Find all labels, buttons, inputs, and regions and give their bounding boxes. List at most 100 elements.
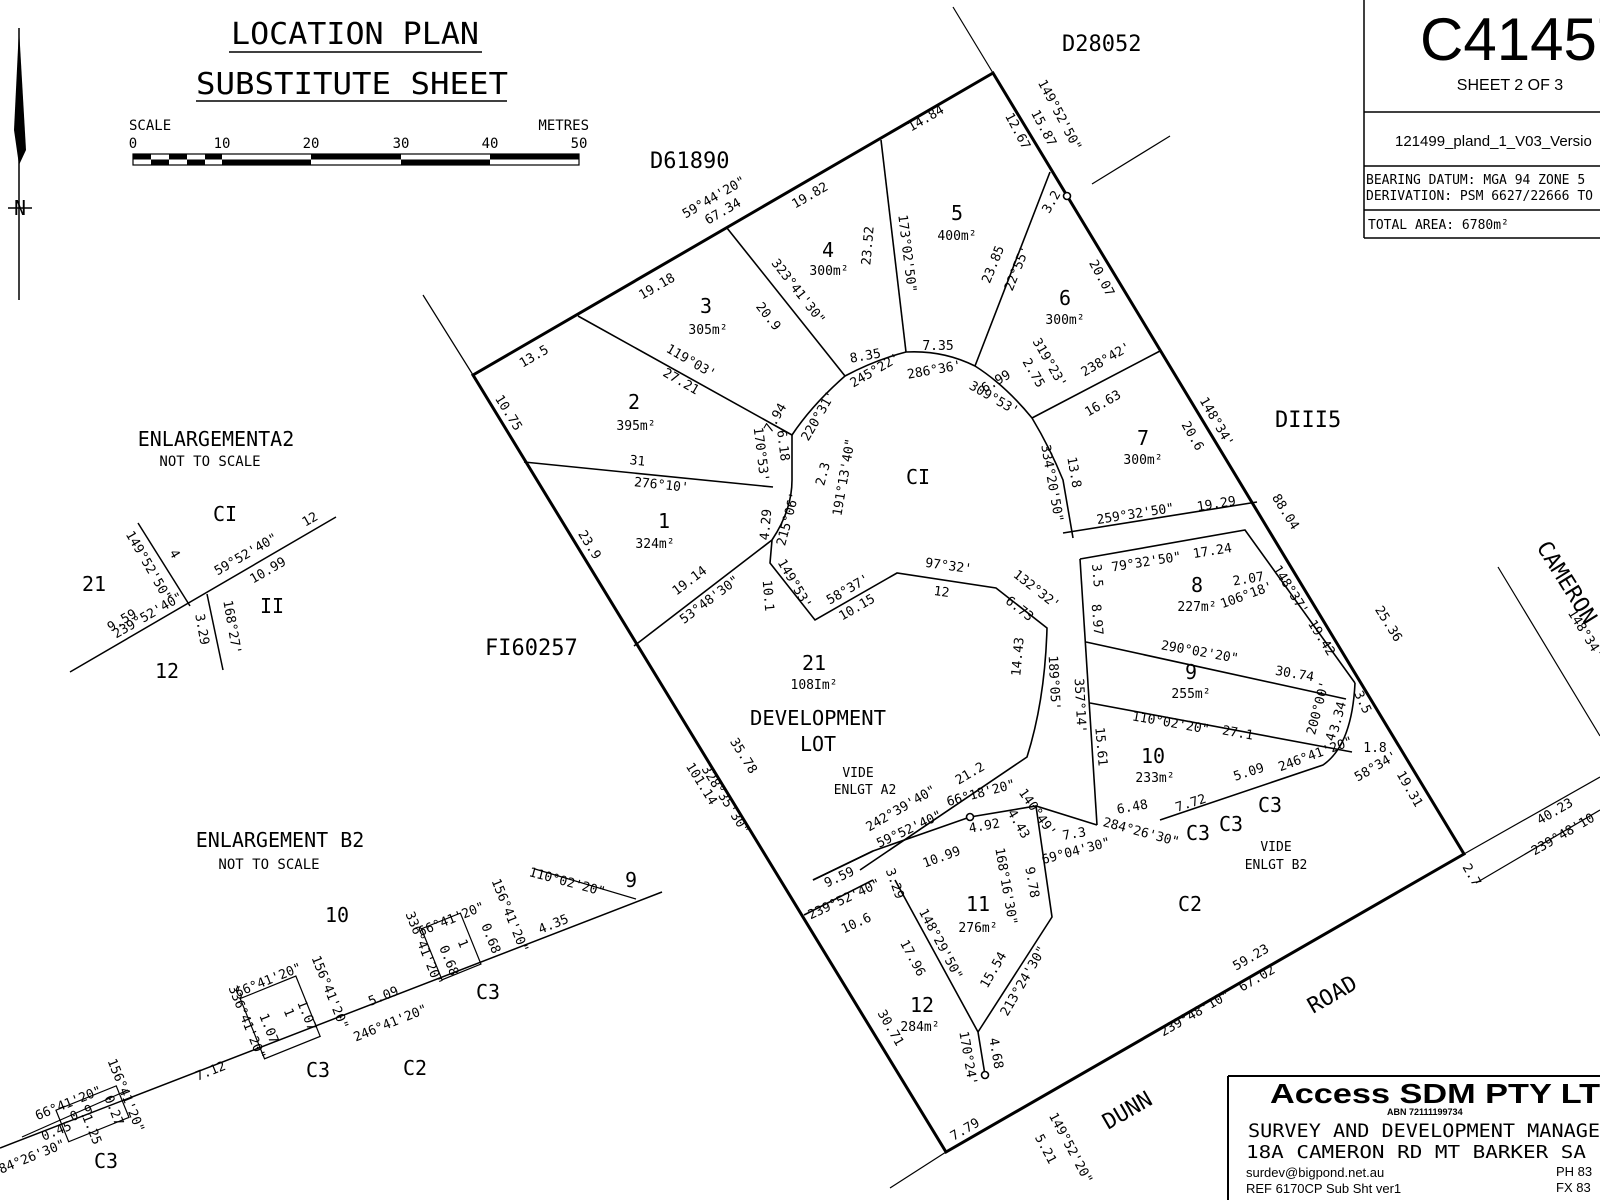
dim-120: 2.7 (1459, 861, 1484, 889)
dim-115: 4.68 (985, 1037, 1005, 1070)
dim-43: 259°32'50" (1096, 501, 1176, 528)
common-c1: CI (906, 465, 930, 489)
enl-b2-c3-b: C3 (306, 1058, 330, 1082)
dim-92: 4.92 (968, 816, 1001, 836)
lot-21-number: 21 (802, 651, 826, 675)
dim-74: 27.1 (1221, 723, 1254, 743)
road-dunn: DUNN (1099, 1087, 1157, 1135)
dim-3: 14.84 (906, 103, 948, 136)
dim-109: 15.54 (978, 949, 1011, 991)
dim-76: 3.34 (1327, 700, 1350, 734)
enl-b2-d23: 1 (454, 937, 471, 950)
lot-2-number: 2 (628, 390, 640, 414)
enl-b2-c2: C2 (403, 1056, 427, 1080)
neighbour-d28052: D28052 (1062, 32, 1141, 57)
enl-a2-d8: 3.29 (191, 613, 211, 646)
bearing-datum: BEARING DATUM: MGA 94 ZONE 5 (1366, 173, 1585, 188)
lot-11-number: 11 (966, 892, 990, 916)
company-fax: FX 83 (1556, 1180, 1591, 1195)
enl-b2-d24: 1 (280, 1006, 297, 1019)
enlgt-b2-ref: ENLGT B2 (1245, 858, 1308, 873)
dim-7: 3.2 (1040, 188, 1065, 216)
dim-41: 334°20'50" (1037, 444, 1065, 524)
dim-62: 2.07 (1232, 570, 1265, 590)
lot-6-number: 6 (1059, 286, 1071, 310)
common-c3-c: C3 (1258, 793, 1282, 817)
dim-35: 31 (629, 453, 646, 470)
company-abn: ABN 72111199734 (1387, 1107, 1463, 1117)
dim-104: 3.29 (882, 867, 907, 902)
dim-48: 23.9 (574, 528, 603, 563)
lot-1-number: 1 (658, 509, 670, 533)
common-c3-b: C3 (1219, 812, 1243, 836)
derivation: DERIVATION: PSM 6627/22666 TO 6 (1366, 189, 1600, 204)
dimension-labels: 59°44'20" 67.34 14.84 12.67 149°52'50" 1… (491, 77, 1600, 1186)
development-label: DEVELOPMENT (750, 706, 886, 730)
enl-a2-lot21: 21 (82, 572, 106, 596)
company-phone: PH 83 (1556, 1164, 1592, 1179)
dim-98: 7.72 (1174, 792, 1208, 816)
lot-3-number: 3 (700, 294, 712, 318)
scale-tick-40: 40 (482, 136, 499, 152)
dim-73: 110°02'20" (1131, 709, 1211, 737)
dim-15: 23.85 (979, 244, 1008, 286)
enl-b2-d14: 246°41'20" (352, 1002, 430, 1045)
enlgt-a2-ref: ENLGT A2 (834, 783, 897, 798)
dim-31: 286°36' (906, 358, 963, 382)
dim-20: 8.35 (849, 346, 882, 366)
dim-47: 215°06' (774, 491, 803, 548)
enl-a2-d5: 10.99 (248, 555, 289, 588)
metres-label: METRES (538, 118, 589, 134)
dim-70: 14.43 (1009, 637, 1027, 677)
enl-b2-d12: 1.07 (293, 998, 319, 1033)
neighbour-f160257: FI60257 (485, 636, 578, 661)
dim-38: 2.3 (813, 461, 834, 488)
enlargement-b2: ENLARGEMENT B2 NOT TO SCALE 10 9 C2 C3 C… (0, 828, 663, 1180)
dim-69: 30.74 (1274, 664, 1315, 686)
vide-a2: VIDE (842, 766, 873, 781)
dim-45: 88.04 (1268, 492, 1302, 533)
common-c3-a: C3 (1186, 821, 1210, 845)
dim-10: 23.52 (859, 226, 877, 266)
dim-52: 10.1 (759, 579, 777, 612)
lot-6-area: 300m² (1045, 313, 1084, 328)
neighbour-d1115: DIII5 (1275, 408, 1341, 433)
dim-36: 170°53' (750, 426, 772, 482)
enl-b2-d6: 0.68 (477, 921, 503, 956)
neighbour-d61890: D61890 (650, 149, 729, 174)
lot-9-number: 9 (1185, 660, 1197, 684)
lot-11-area: 276m² (958, 921, 997, 936)
scale-tick-50: 50 (571, 136, 588, 152)
lot-8-number: 8 (1191, 573, 1203, 597)
enlargement-a2-title: ENLARGEMENTA2 (138, 427, 295, 451)
enl-b2-d1: 110°02'20" (527, 865, 606, 900)
enl-a2-lot11: II (260, 594, 284, 618)
dim-9: 19.82 (790, 180, 831, 213)
scale-bar: SCALE METRES 0 10 20 30 40 50 (129, 118, 589, 166)
total-area: TOTAL AREA: 6780m² (1368, 218, 1509, 233)
lot-7-area: 300m² (1123, 453, 1162, 468)
dim-79: 15.61 (1091, 727, 1109, 767)
lot-10-area: 233m² (1135, 771, 1174, 786)
dim-25: 238°42' (1079, 340, 1134, 380)
dim-39: 191°13'40" (830, 438, 858, 518)
common-c2: C2 (1178, 892, 1202, 916)
dim-77: 3.5 (1350, 689, 1374, 717)
dim-114: 239°48'10" (1158, 988, 1233, 1040)
enl-b2-lot10: 10 (325, 903, 349, 927)
lot-labels: 1 324m² 2 395m² 3 305m² 4 300m² 5 400m² … (616, 201, 1307, 1035)
dim-106: 9.78 (1021, 866, 1041, 899)
plan-number: C41457 (1420, 6, 1600, 73)
dim-119: 5.21 (1031, 1132, 1059, 1167)
title-block: C41457 SHEET 2 OF 3 121499_pland_1_V03_V… (1363, 0, 1600, 239)
enlargement-a2: ENLARGEMENTA2 NOT TO SCALE CI 21 II 12 1… (69, 427, 337, 683)
dim-72: 357°14' (1071, 678, 1089, 734)
lot-10-number: 10 (1141, 744, 1165, 768)
enlargement-b2-note: NOT TO SCALE (218, 857, 319, 873)
company-email: surdev@bigpond.net.au (1246, 1165, 1384, 1180)
dim-108: 17.96 (896, 938, 928, 980)
lot-2-area: 395m² (616, 419, 655, 434)
enl-b2-d2: 66°41'20" (416, 900, 487, 940)
sheet-of: SHEET 2 OF 3 (1457, 77, 1564, 94)
